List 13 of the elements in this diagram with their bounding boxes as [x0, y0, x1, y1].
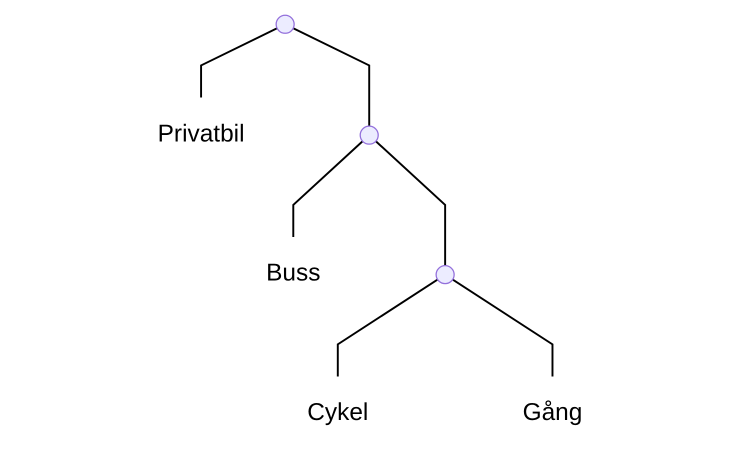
connector	[200, 27, 278, 98]
connector	[336, 278, 438, 377]
connector	[292, 140, 364, 238]
node-point	[276, 14, 295, 34]
node-text: Gång	[522, 400, 582, 427]
node-point	[436, 265, 455, 284]
connector	[375, 140, 446, 266]
node-text: Privatbil	[158, 120, 245, 148]
connector	[292, 27, 370, 126]
node-text: Buss	[266, 260, 320, 288]
node-point	[360, 126, 379, 145]
connector	[452, 278, 554, 377]
node-text: Cykel	[307, 400, 368, 427]
